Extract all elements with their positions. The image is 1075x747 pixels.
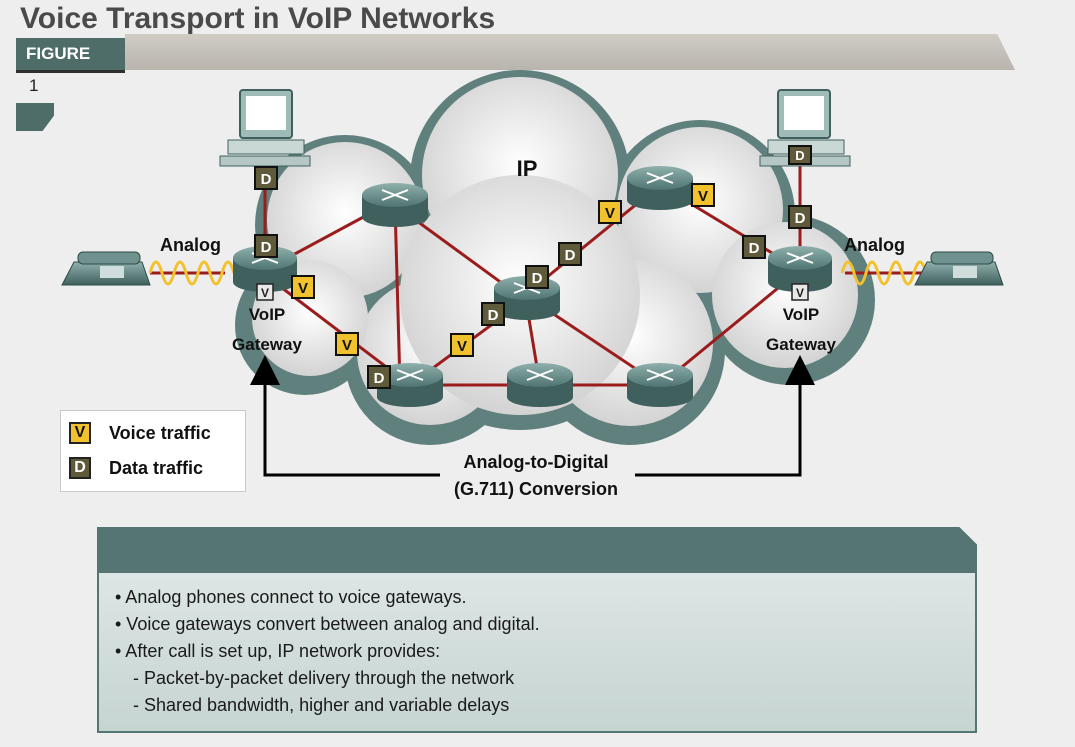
data-traffic-badge: D — [481, 302, 505, 326]
svg-text:V: V — [342, 337, 352, 354]
legend-data-label: Data traffic — [109, 457, 204, 478]
legend-data: D Data traffic — [69, 457, 203, 479]
conversion-label-line2: (G.711) Conversion — [454, 479, 618, 499]
left-analog-label: Analog — [160, 235, 221, 255]
svg-text:V: V — [457, 338, 467, 355]
svg-text:D: D — [261, 239, 272, 256]
data-traffic-badge: D — [742, 235, 766, 259]
left-gateway-label-line2: Gateway — [232, 335, 302, 354]
voice-traffic-badge: V — [450, 333, 474, 357]
network-diagram: IP — [61, 70, 1004, 499]
router-icon — [627, 363, 693, 407]
svg-text:D: D — [749, 240, 760, 257]
right-analog-wave — [840, 260, 928, 286]
right-phone-icon — [914, 251, 1004, 286]
legend: V Voice traffic D Data traffic — [60, 410, 246, 492]
info-panel-header — [97, 527, 977, 573]
svg-text:D: D — [488, 307, 499, 324]
data-traffic-badge: D — [788, 145, 812, 165]
data-traffic-badge: D — [254, 234, 278, 258]
svg-text:V: V — [261, 286, 269, 300]
title-bar — [125, 34, 1015, 70]
right-gateway-label-line2: Gateway — [766, 335, 836, 354]
svg-text:D: D — [565, 247, 576, 264]
figure-tab: FIGURE — [16, 38, 125, 70]
right-analog-label: Analog — [844, 235, 905, 255]
router-icon — [507, 363, 573, 407]
legend-voice: V Voice traffic — [69, 422, 211, 444]
svg-text:V: V — [605, 205, 615, 222]
left-phone-icon — [61, 251, 151, 286]
cloud-label: IP — [517, 156, 538, 181]
legend-voice-label: Voice traffic — [109, 422, 211, 443]
router-icon — [627, 166, 693, 210]
list-item: • Analog phones connect to voice gateway… — [115, 587, 467, 607]
figure-number: 1 — [29, 76, 39, 95]
figure-tab-divider — [16, 70, 125, 73]
router-icon — [377, 363, 443, 407]
page-title: Voice Transport in VoIP Networks — [20, 2, 496, 35]
left-gateway-label-line1: VoIP — [249, 305, 286, 324]
conversion-arrows — [250, 355, 815, 477]
voice-traffic-badge: V — [291, 275, 315, 299]
right-gateway-voice-badge: V — [791, 283, 809, 301]
conversion-label-line1: Analog-to-Digital — [464, 452, 609, 472]
data-traffic-badge: D — [525, 265, 549, 289]
voice-traffic-badge: V — [598, 200, 622, 224]
data-traffic-badge: D — [69, 457, 91, 479]
svg-text:D: D — [795, 210, 806, 227]
list-item: • Voice gateways convert between analog … — [115, 614, 540, 634]
left-gateway-voice-badge: V — [256, 283, 274, 301]
voice-traffic-badge: V — [691, 183, 715, 207]
svg-text:D: D — [261, 171, 272, 188]
voice-traffic-badge: V — [335, 332, 359, 356]
svg-text:V: V — [698, 188, 708, 205]
right-gateway-router-icon — [768, 246, 832, 292]
voice-traffic-badge: V — [69, 422, 91, 444]
data-traffic-badge: D — [558, 242, 582, 266]
svg-text:V: V — [298, 280, 308, 297]
router-icon — [362, 183, 428, 227]
svg-text:V: V — [796, 286, 804, 300]
right-gateway-label-line1: VoIP — [783, 305, 820, 324]
list-item: - Shared bandwidth, higher and variable … — [133, 695, 510, 715]
left-analog-wave — [148, 260, 236, 286]
svg-text:D: D — [532, 270, 543, 287]
list-item: - Packet-by-packet delivery through the … — [133, 668, 515, 688]
info-list: • Analog phones connect to voice gateway… — [115, 584, 540, 719]
data-traffic-badge: D — [367, 365, 391, 389]
list-item: • After call is set up, IP network provi… — [115, 641, 441, 661]
svg-text:D: D — [795, 148, 804, 163]
info-panel: • Analog phones connect to voice gateway… — [97, 573, 977, 733]
data-traffic-badge: D — [254, 166, 278, 190]
svg-text:D: D — [374, 370, 385, 387]
data-traffic-badge: D — [788, 205, 812, 229]
